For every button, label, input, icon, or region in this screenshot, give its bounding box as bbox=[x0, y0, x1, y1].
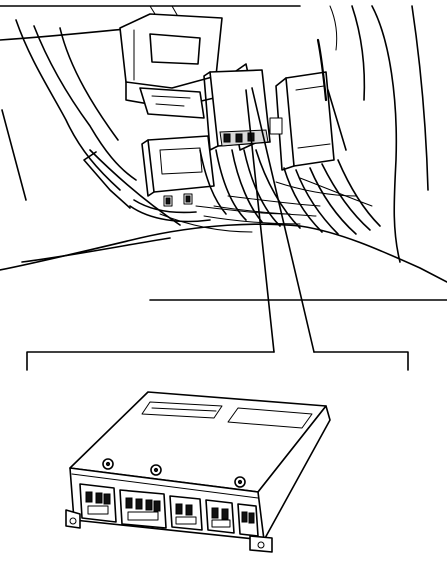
installation-view bbox=[0, 5, 447, 353]
mounting-tabs bbox=[65, 509, 273, 553]
connector-group bbox=[79, 483, 259, 537]
detail-frame bbox=[26, 351, 409, 371]
control-module-detail bbox=[65, 391, 331, 553]
wiring-harness bbox=[129, 38, 381, 235]
leader-lines bbox=[245, 87, 315, 353]
mounting-screws bbox=[102, 458, 246, 488]
label-plate-right bbox=[227, 407, 313, 429]
installed-control-module bbox=[203, 69, 271, 151]
label-plate-left bbox=[141, 401, 223, 419]
dashboard-panel-outline bbox=[0, 5, 447, 301]
small-relay-box bbox=[141, 135, 215, 207]
right-connector-block bbox=[269, 71, 335, 171]
